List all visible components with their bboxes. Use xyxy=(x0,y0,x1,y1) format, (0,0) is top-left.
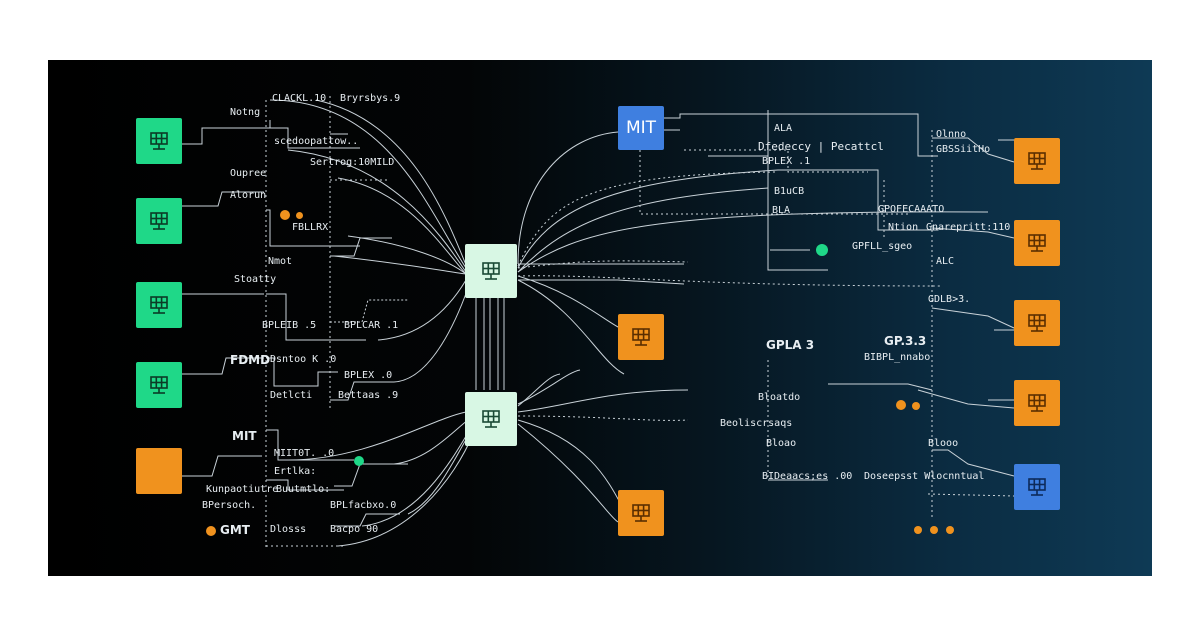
hub-node-bottom[interactable] xyxy=(465,392,517,446)
solar-panel-icon xyxy=(150,376,168,394)
solar-panel-icon xyxy=(150,296,168,314)
wire-label: B1uCB xyxy=(774,186,805,197)
wire-label: GBSSiitHo xyxy=(936,144,991,155)
wire-label: BPLfacbxo.0 xyxy=(330,500,397,511)
wire-label: Detlcti xyxy=(270,390,313,401)
wire-label: Bryrsbys.9 xyxy=(340,93,401,104)
wire-label: Ertlka: xyxy=(274,466,317,477)
wire-label: GPLA 3 xyxy=(766,338,815,352)
wire-label: scedoopattow.. xyxy=(274,136,359,147)
wire-label: MIT xyxy=(232,429,257,443)
solar-panel-icon xyxy=(1028,314,1046,332)
diagram-canvas: MIT CLACKL.10 Bryrsbys.9 Notng scedoopat… xyxy=(48,60,1152,576)
wire-label: BPLEX .1 xyxy=(762,156,811,167)
wire-label: Sertrog:10MILD xyxy=(310,157,395,168)
wire-label: GPFLL_sgeo xyxy=(852,241,913,252)
left-node-3[interactable] xyxy=(136,282,182,328)
solar-panel-icon xyxy=(1028,152,1046,170)
wire-label: GP.3.3 xyxy=(884,334,927,348)
wire-label: CLACKL.10 xyxy=(272,93,327,104)
wire-label: Beoliscrsaqs xyxy=(720,418,793,429)
wire-label: Stoatty xyxy=(234,274,277,285)
status-dot-orange xyxy=(206,526,216,536)
connection-wires xyxy=(182,96,1015,550)
wire-label: GMT xyxy=(220,523,250,537)
wire-label: Notng xyxy=(230,107,261,118)
solar-panel-icon xyxy=(632,504,650,522)
wire-label: BIDeaacs;es .00 xyxy=(762,471,853,482)
right-node-5[interactable] xyxy=(1014,464,1060,510)
status-dot-orange xyxy=(946,526,954,534)
status-dot-orange xyxy=(280,210,290,220)
wire-label: BIBPL_nnabo xyxy=(864,352,931,363)
wire-label: Bacpo 90 xyxy=(330,524,379,535)
right-node-3[interactable] xyxy=(1014,300,1060,346)
wire-label: Bettaas .9 xyxy=(338,390,399,401)
wire-label: BPLEIB .5 xyxy=(262,320,317,331)
left-node-1[interactable] xyxy=(136,118,182,164)
wire-label: Ntion xyxy=(888,222,919,233)
solar-panel-icon xyxy=(1028,478,1046,496)
wire-label: Olnno xyxy=(936,129,967,140)
wire-label: MIIT0T. .0 xyxy=(274,448,335,459)
wire-label: Doseepsst Wlocnntual xyxy=(864,471,985,482)
wire-label: BLA xyxy=(772,205,791,216)
solar-panel-icon xyxy=(150,132,168,150)
wire-label: ALA xyxy=(774,123,793,134)
wire-label: Dlosss xyxy=(270,524,307,535)
status-dot-green xyxy=(354,456,364,466)
wire-label: GPOFECAAATO xyxy=(878,204,945,215)
wire-label: Bloatdo xyxy=(758,392,801,403)
solar-panel-icon xyxy=(632,328,650,346)
center-node-2[interactable] xyxy=(618,490,664,536)
wire-label: BPLCAR .1 xyxy=(344,320,399,331)
center-node-1[interactable] xyxy=(618,314,664,360)
wire-label: Alorun xyxy=(230,190,267,201)
solar-panel-icon xyxy=(482,262,500,280)
right-node-2[interactable] xyxy=(1014,220,1060,266)
wire-label: Bloao xyxy=(766,438,797,449)
wire-label: GDLB>3. xyxy=(928,294,971,305)
status-dot-orange xyxy=(912,402,920,410)
wire-label: Nmot xyxy=(268,256,293,267)
left-node-2[interactable] xyxy=(136,198,182,244)
mit-hub-box[interactable]: MIT xyxy=(618,106,664,150)
wire-label: FDMD xyxy=(230,353,271,367)
solar-panel-icon xyxy=(150,212,168,230)
wire-label: ALC xyxy=(936,256,955,267)
status-dot-green xyxy=(816,244,828,256)
wire-label: Blooo xyxy=(928,438,959,449)
right-node-1[interactable] xyxy=(1014,138,1060,184)
wire-label: Kunpaotiutre xyxy=(206,484,279,495)
wire-label: Dfedeccy | Pecattcl xyxy=(758,140,884,153)
left-node-4[interactable] xyxy=(136,362,182,408)
wire-label: FBLLRX xyxy=(292,222,329,233)
wire-label: Dsntoo K .0 xyxy=(270,354,337,365)
status-dot-orange xyxy=(914,526,922,534)
status-dot-orange xyxy=(296,212,303,219)
left-node-5[interactable] xyxy=(136,448,182,494)
status-dot-orange xyxy=(896,400,906,410)
wire-label: Buutmtlo: xyxy=(276,484,331,495)
right-node-4[interactable] xyxy=(1014,380,1060,426)
hub-node-top[interactable] xyxy=(465,244,517,298)
wire-label: Oupree xyxy=(230,168,267,179)
status-dot-orange xyxy=(930,526,938,534)
wire-label: Gnarepritt:110 xyxy=(926,222,1011,233)
wire-label: BPLEX .0 xyxy=(344,370,393,381)
solar-panel-icon xyxy=(1028,234,1046,252)
solar-panel-icon xyxy=(1028,394,1046,412)
wire-label: BPersoch. xyxy=(202,500,257,511)
solar-panel-icon xyxy=(482,410,500,428)
